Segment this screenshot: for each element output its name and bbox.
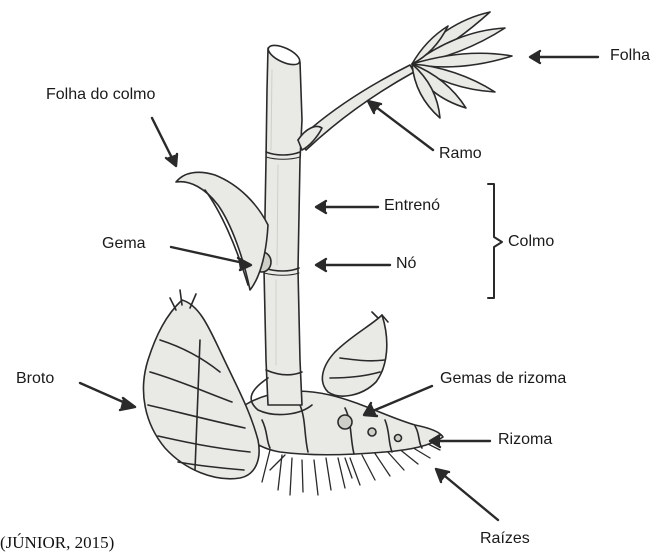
label-gema: Gema: [102, 235, 146, 253]
label-folha: Folha: [610, 47, 650, 65]
label-broto: Broto: [16, 370, 54, 388]
culm-sheath-leaf: [176, 172, 268, 290]
label-no: Nó: [396, 255, 416, 273]
label-entreno: Entrenó: [384, 197, 440, 215]
colmo-bracket: [488, 184, 502, 298]
label-colmo: Colmo: [508, 233, 554, 251]
label-rizoma: Rizoma: [498, 431, 552, 449]
label-ramo: Ramo: [439, 145, 482, 163]
culm: [264, 48, 302, 405]
label-raizes: Raízes: [480, 530, 530, 548]
small-shoot: [322, 315, 386, 396]
leaf-cluster: [412, 12, 512, 118]
rhizome-bud: [338, 415, 352, 429]
citation: (JÚNIOR, 2015): [0, 533, 114, 553]
label-gemas-de-rizoma: Gemas de rizoma: [440, 370, 566, 388]
label-folha-do-colmo: Folha do colmo: [46, 86, 155, 104]
